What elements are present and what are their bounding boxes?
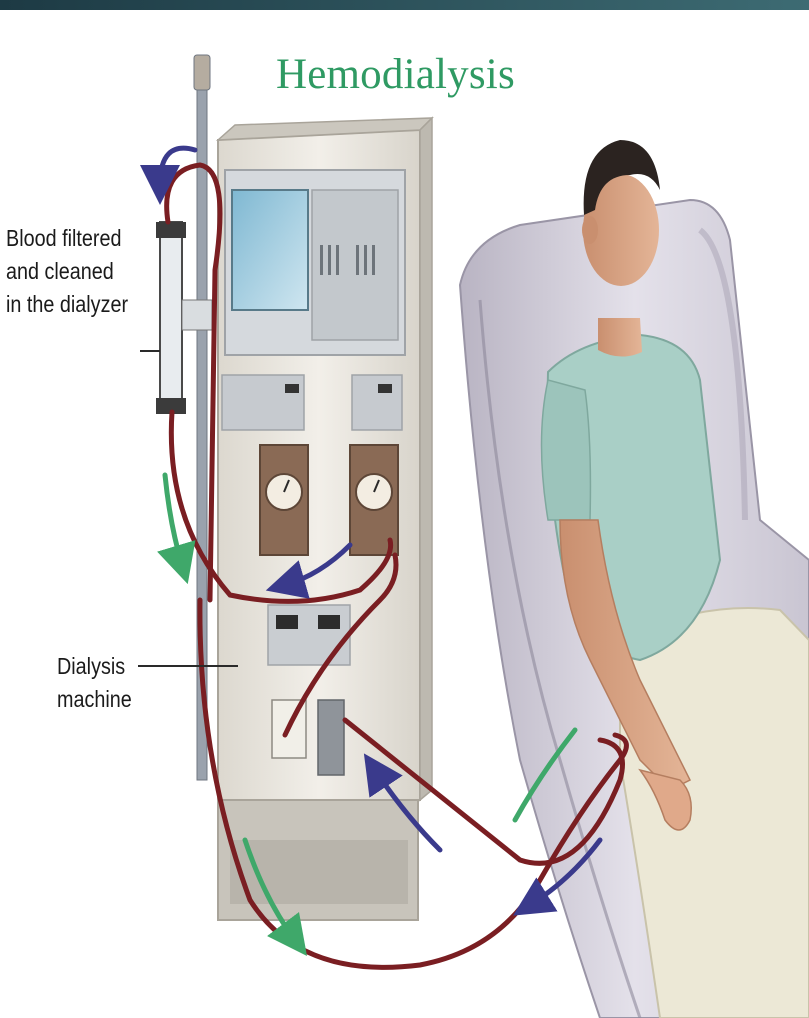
- hemodialysis-illustration: [0, 10, 809, 1018]
- dialyzer-label-line-3: in the dialyzer: [6, 288, 152, 321]
- dialyzer-label-line-2: and cleaned: [6, 255, 152, 288]
- top-border-bar: [0, 0, 809, 10]
- machine-label-line-1: Dialysis: [57, 650, 152, 683]
- dialyzer-label: Blood filtered and cleaned in the dialyz…: [6, 222, 152, 321]
- dialyzer-label-line-1: Blood filtered: [6, 222, 152, 255]
- dialysis-machine-label: Dialysis machine: [57, 650, 152, 716]
- dialysis-machine: [194, 55, 432, 920]
- diagram-title: Hemodialysis: [276, 50, 515, 99]
- machine-label-line-2: machine: [57, 683, 152, 716]
